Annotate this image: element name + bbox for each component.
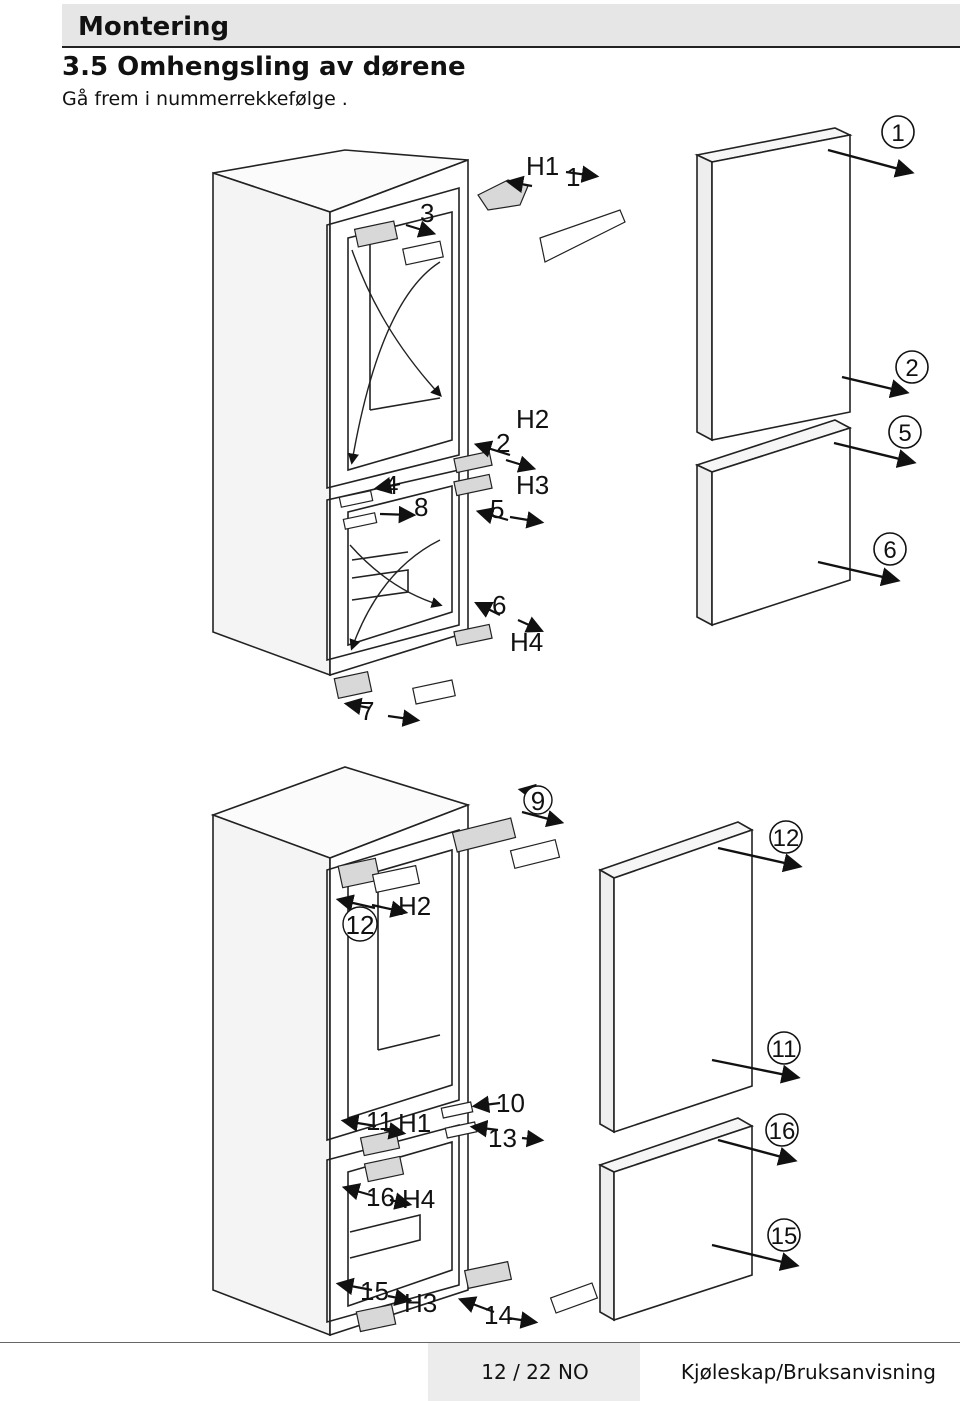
callout-2: 2 [496,428,510,458]
footer-rule [0,1342,960,1343]
footer-page-box [428,1343,640,1401]
intro-text: Gå frem i nummerrekkefølge . [62,88,348,110]
door-callout-16: 16 [769,1118,796,1145]
figure1-doors [694,127,853,627]
section-title: 3.5 Omhengsling av dørene [62,52,466,82]
callout-6: 6 [492,590,506,620]
figure2-cabinet [210,766,471,1337]
footer-page-number: 12 / 22 NO [481,1360,589,1384]
figure2-labels: 9 12 H2 11 H1 10 13 16 H4 15 H3 14 [342,785,553,1330]
callout-h4: H4 [510,627,543,657]
door-callout-15: 15 [771,1223,798,1250]
figure2-door-arrows [711,846,803,1271]
callout-h1-b: H1 [398,1108,431,1138]
door-callout-6: 6 [883,537,896,564]
callout-h2-b: H2 [398,891,431,921]
door-callout-2: 2 [905,355,918,382]
callout-12: 12 [346,910,375,940]
figure1-swing-arcs [347,249,443,651]
figure2-hinges [337,817,599,1333]
callout-h3-b: H3 [404,1288,437,1318]
callout-15: 15 [360,1276,389,1306]
figure2-door-callouts: 12 11 16 15 [765,820,803,1252]
callout-8: 8 [414,492,428,522]
figure1-labels: 3 H1 1 H2 2 H3 5 4 8 6 H4 7 [360,151,580,726]
door-rehinging-diagram: 3 H1 1 H2 2 H3 5 4 8 6 H4 7 1 2 5 6 [210,115,929,1337]
callout-4: 4 [384,470,398,500]
callout-14: 14 [484,1300,513,1330]
door-callout-11: 11 [772,1036,797,1063]
figure1-door-arrows [817,148,917,587]
callout-h2: H2 [516,404,549,434]
door-callout-5: 5 [898,420,911,447]
callout-10: 10 [496,1088,525,1118]
door-callout-12: 12 [773,825,800,852]
callout-11: 11 [366,1106,393,1136]
figure2-doors [597,821,754,1322]
callout-5: 5 [490,494,504,524]
footer-document-title: Kjøleskap/Bruksanvisning [680,1360,936,1384]
callout-16: 16 [366,1182,395,1212]
callout-h3: H3 [516,470,549,500]
header-section-title: Montering [78,12,230,42]
callout-h4-b: H4 [402,1184,435,1214]
figure1-cabinet [212,149,469,677]
callout-7: 7 [360,696,374,726]
figure1-door-callouts: 1 2 5 6 [873,115,929,566]
door-callout-1: 1 [891,120,904,147]
callout-13: 13 [488,1123,517,1153]
figure1-step-arrows [343,165,600,727]
figure1-hinges [333,179,626,705]
callout-1: 1 [566,162,580,192]
header-bar [62,4,960,48]
callout-h1: H1 [526,151,559,181]
callout-9: 9 [531,786,545,816]
callout-3: 3 [420,198,434,228]
